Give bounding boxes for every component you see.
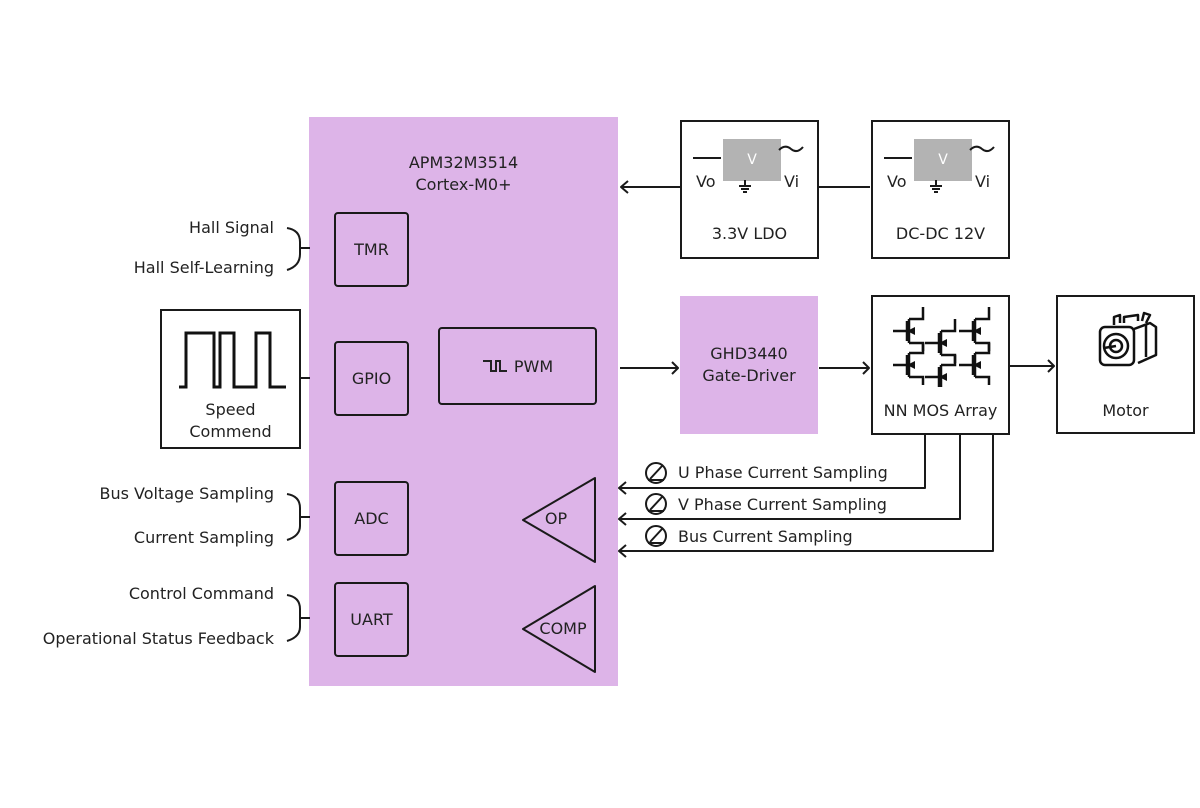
ldo-vi-label: Vi (784, 172, 800, 191)
mos-to-motor-arrow (1010, 359, 1055, 373)
speed-label-line1: Speed (205, 400, 256, 419)
tmr-block: TMR (334, 212, 409, 287)
pulse-wave-icon (179, 331, 286, 389)
dcdc-label: DC-DC 12V (895, 224, 986, 243)
adc-block: ADC (334, 481, 409, 556)
dcdc-ground-icon (930, 180, 942, 193)
comp-label: COMP (539, 619, 587, 638)
mosfet-array-icon (893, 307, 991, 387)
uart-label: UART (350, 610, 393, 629)
adc-brace (286, 493, 310, 541)
mos-array-box: NN MOS Array (871, 295, 1010, 435)
dcdc-vi-label: Vi (975, 172, 991, 191)
control-command-label: Control Command (128, 584, 274, 603)
operational-status-feedback-label: Operational Status Feedback (42, 629, 274, 648)
mcu-block (309, 117, 618, 686)
gpio-label: GPIO (351, 369, 392, 388)
i-meter-icon (645, 525, 667, 547)
pwm-block: PWM (438, 327, 597, 405)
dcdc-box: V Vo Vi DC-DC 12V (871, 120, 1010, 259)
u-meter-icon (645, 462, 667, 484)
driver-part: GHD3440 (710, 344, 788, 363)
ldo-label: 3.3V LDO (711, 224, 788, 243)
speed-label-line2: Commend (189, 422, 272, 441)
power-arrowhead (620, 180, 629, 194)
op-label: OP (544, 509, 568, 528)
ldo-vo-label: Vo (696, 172, 716, 191)
driver-type: Gate-Driver (702, 366, 796, 385)
v-meter-icon (645, 493, 667, 515)
tmr-label: TMR (354, 240, 389, 259)
v-phase-line (618, 435, 961, 526)
uart-block: UART (334, 582, 409, 657)
ldo-chip: V (723, 139, 781, 181)
v-phase-sampling-label: V Phase Current Sampling (678, 495, 887, 514)
mcu-name: APM32M3514 (408, 153, 519, 172)
bus-current-line (618, 435, 994, 558)
tmr-brace (286, 227, 310, 271)
ldo-box: V Vo Vi 3.3V LDO (680, 120, 819, 259)
hall-self-learning-label: Hall Self-Learning (133, 258, 274, 277)
motor-box: Motor (1056, 295, 1195, 434)
hall-signal-label: Hall Signal (189, 218, 274, 237)
gate-driver-block: GHD3440 Gate-Driver (680, 296, 818, 434)
u-phase-sampling-label: U Phase Current Sampling (678, 463, 888, 482)
dcdc-chip: V (914, 139, 972, 181)
current-sampling-label: Current Sampling (133, 528, 274, 547)
u-phase-line (618, 435, 926, 495)
bus-voltage-sampling-label: Bus Voltage Sampling (99, 484, 274, 503)
comp-triangle (522, 585, 596, 673)
motor-label: Motor (1102, 401, 1149, 420)
dcdc-vo-label: Vo (887, 172, 907, 191)
pwm-to-driver-arrow (620, 361, 679, 375)
speed-command-box: Speed Commend (160, 309, 301, 449)
mcu-title: APM32M3514 Cortex-M0+ (309, 152, 618, 196)
motor-icon (1098, 311, 1158, 367)
uart-brace (286, 594, 310, 642)
speed-command-label: Speed Commend (162, 399, 299, 443)
ldo-ground-icon (739, 180, 751, 193)
mcu-core: Cortex-M0+ (415, 175, 512, 194)
adc-label: ADC (354, 509, 389, 528)
driver-to-mos-arrow (819, 361, 870, 375)
bus-current-sampling-label: Bus Current Sampling (678, 527, 853, 546)
pwm-label: PWM (513, 356, 554, 376)
pwm-wave-icon (482, 360, 507, 372)
op-triangle (522, 477, 596, 563)
gpio-block: GPIO (334, 341, 409, 416)
mos-array-label: NN MOS Array (883, 401, 998, 420)
